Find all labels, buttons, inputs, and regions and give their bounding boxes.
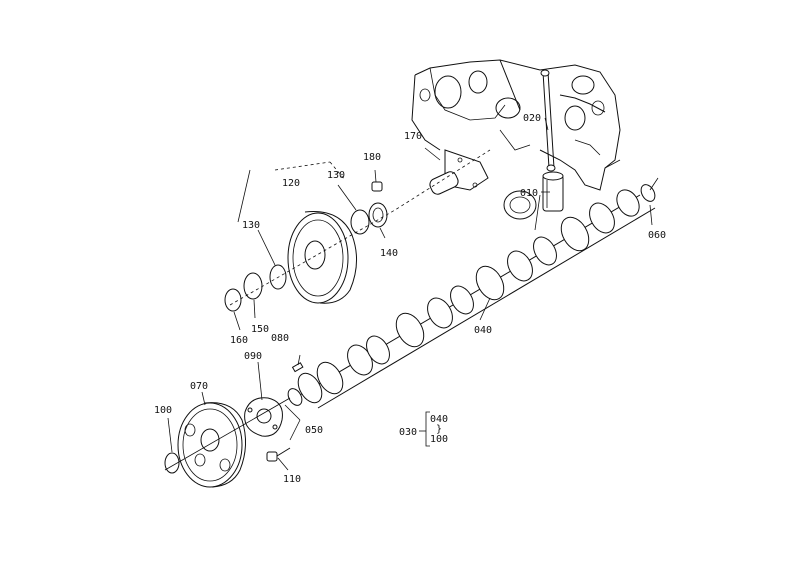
label-180: 180	[363, 152, 381, 163]
bolt-rear	[371, 181, 383, 192]
label-040: 040	[474, 325, 492, 336]
label-080: 080	[271, 333, 289, 344]
label-130-top: 130	[327, 170, 345, 181]
label-010: 010	[520, 188, 538, 199]
label-060: 060	[648, 230, 666, 241]
label-170: 170	[404, 131, 422, 142]
group-tilde: }	[436, 424, 442, 435]
woodruff-key	[291, 354, 304, 373]
label-120: 120	[282, 178, 300, 189]
bushing-rear	[350, 209, 370, 235]
group-label-100: 100	[430, 434, 448, 445]
label-110: 110	[283, 474, 301, 485]
label-050: 050	[305, 425, 323, 436]
push-rod	[540, 69, 556, 172]
group-label-040: 040	[430, 414, 448, 425]
cam-gear	[177, 402, 246, 488]
label-150: 150	[251, 324, 269, 335]
bolt-front	[266, 447, 291, 462]
assembly-lines	[164, 149, 659, 471]
thrust-plate	[244, 397, 283, 437]
part-labels: 020 010 170 180 120 130 130 140 150 160 …	[154, 113, 666, 485]
assembly-group-note: 030 040 } 100	[399, 411, 448, 447]
engine-block	[411, 59, 621, 220]
label-030: 030	[399, 427, 417, 438]
tappet	[542, 171, 564, 212]
label-140: 140	[380, 248, 398, 259]
label-100: 100	[154, 405, 172, 416]
circlip-idle	[224, 288, 242, 312]
thrust-washer	[368, 202, 388, 228]
collar	[243, 272, 263, 300]
label-090: 090	[244, 351, 262, 362]
label-160: 160	[230, 335, 248, 346]
label-020: 020	[523, 113, 541, 124]
label-070: 070	[190, 381, 208, 392]
leader-lines	[167, 117, 653, 471]
camshaft	[287, 184, 656, 409]
idle-gear	[287, 210, 357, 304]
label-130-left: 130	[242, 220, 260, 231]
